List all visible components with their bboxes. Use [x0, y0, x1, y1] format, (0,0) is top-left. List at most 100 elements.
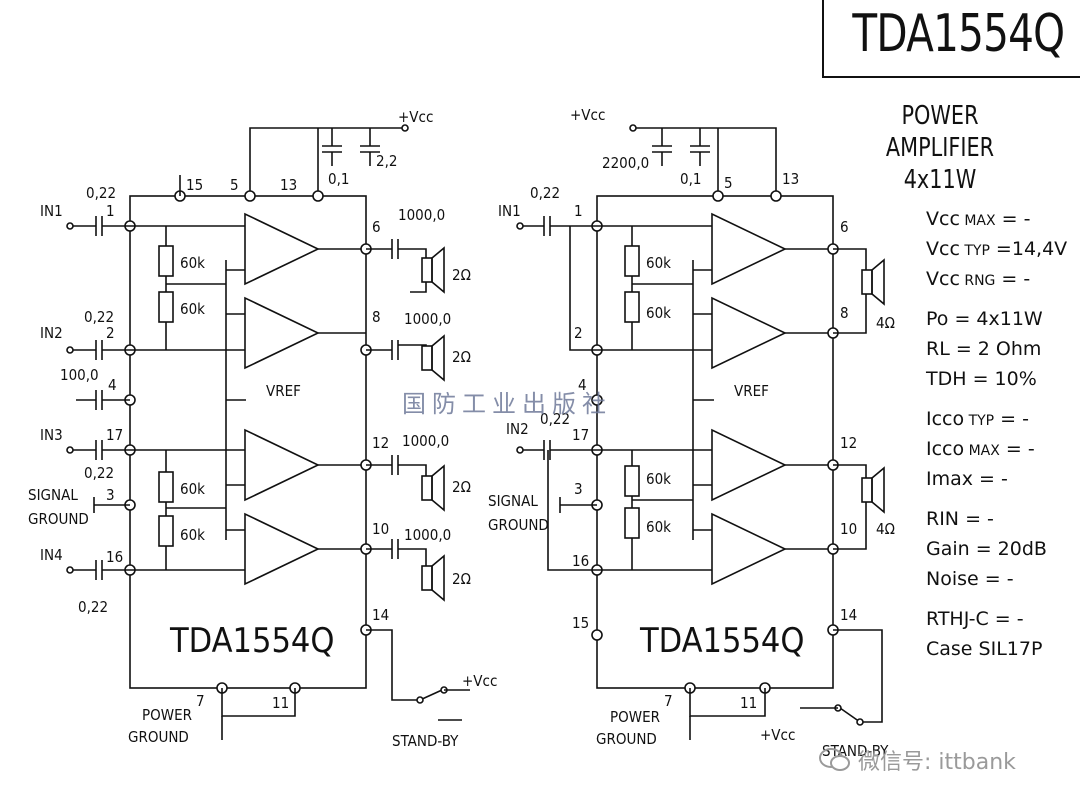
spec-name: Po — [926, 308, 949, 330]
right-power-ground-2: GROUND — [596, 730, 657, 748]
left-in1-label: IN1 — [40, 202, 63, 220]
left-cin2-label: 0,22 — [84, 308, 114, 326]
spec-sub: TYP — [964, 413, 995, 429]
spec-value: = - — [999, 438, 1035, 460]
right-pin-14: 14 — [840, 606, 857, 624]
spec-value: = 4x11W — [948, 308, 1043, 330]
spec-name: RTHJ-C — [926, 608, 989, 630]
right-spk2-label: 4Ω — [876, 520, 895, 538]
left-res4-label: 60k — [180, 526, 205, 544]
left-pin-2: 2 — [106, 324, 115, 342]
left-spk3-label: 2Ω — [452, 478, 471, 496]
right-pin-10: 10 — [840, 520, 857, 538]
spec-value: =14,4V — [989, 238, 1068, 260]
wechat-icon — [819, 748, 850, 771]
right-pin-15: 15 — [572, 614, 589, 632]
left-res3-label: 60k — [180, 480, 205, 498]
spec-row: Imax = - — [926, 468, 1008, 490]
spec-row: RL = 2 Ohm — [926, 338, 1041, 360]
right-res2-label: 60k — [646, 304, 671, 322]
spec-name: RIN — [926, 508, 960, 530]
left-spk4-label: 2Ω — [452, 570, 471, 588]
spec-sub: MAX — [964, 443, 1000, 459]
spec-value: = - — [988, 608, 1024, 630]
right-pin-17: 17 — [572, 426, 589, 444]
left-cap22-label: 2,2 — [376, 152, 397, 170]
spec-value: = - — [973, 468, 1008, 490]
spec-name: Icco — [926, 408, 965, 430]
left-standby-vcc-label: +Vcc — [462, 672, 497, 690]
right-signal-ground-2: GROUND — [488, 516, 549, 534]
left-vref-label: VREF — [266, 382, 301, 400]
left-cap100-label: 100,0 — [60, 366, 99, 384]
left-pin-17: 17 — [106, 426, 123, 444]
page-title: TDA1554Q — [852, 4, 1065, 64]
right-schematic — [516, 124, 885, 740]
spec-value: = 2 Ohm — [949, 338, 1042, 360]
right-pin-16: 16 — [572, 552, 589, 570]
left-cout1-label: 1000,0 — [398, 206, 445, 224]
left-pin-1: 1 — [106, 202, 115, 220]
right-chip-label: TDA1554Q — [639, 621, 804, 661]
spec-name: Vcc — [926, 238, 960, 260]
left-pin-16: 16 — [106, 548, 123, 566]
left-pin-8: 8 — [372, 308, 381, 326]
left-signal-ground-1: SIGNAL — [28, 486, 78, 504]
right-res3-label: 60k — [646, 470, 671, 488]
subtitle-line-2: 4x11W — [903, 165, 977, 195]
left-pin-13: 13 — [280, 176, 297, 194]
right-power-ground-1: POWER — [610, 708, 660, 726]
left-cin1-label: 0,22 — [86, 184, 116, 202]
left-cout2-label: 1000,0 — [404, 310, 451, 328]
left-pin-3: 3 — [106, 486, 115, 504]
subtitle-line-1: POWER AMPLIFIER — [885, 101, 995, 163]
left-res1-label: 60k — [180, 254, 205, 272]
spec-value: = - — [978, 568, 1014, 590]
left-schematic — [66, 124, 470, 740]
left-in2-label: IN2 — [40, 324, 63, 342]
left-in3-label: IN3 — [40, 426, 63, 444]
left-spk2-label: 2Ω — [452, 348, 471, 366]
spec-value: = - — [995, 268, 1031, 290]
left-labels: IN1 IN2 IN3 IN4 0,22 0,22 100,0 0,22 0,2… — [28, 108, 497, 750]
spec-row: RIN = - — [926, 508, 994, 530]
right-pin-1: 1 — [574, 202, 583, 220]
left-vcc-label: +Vcc — [398, 108, 433, 126]
left-power-ground-2: GROUND — [128, 728, 189, 746]
left-cin4-label: 0,22 — [78, 598, 108, 616]
right-res1-label: 60k — [646, 254, 671, 272]
spec-row: RTHJ-C = - — [926, 608, 1024, 630]
right-pin-2: 2 — [574, 324, 583, 342]
right-pin-4: 4 — [578, 376, 587, 394]
spec-row: Icco MAX = - — [926, 438, 1035, 460]
left-res2-label: 60k — [180, 300, 205, 318]
right-in2-label: IN2 — [506, 420, 529, 438]
left-cap01-label: 0,1 — [328, 170, 349, 188]
right-pin-11: 11 — [740, 694, 757, 712]
right-vref-label: VREF — [734, 382, 769, 400]
right-pin-7: 7 — [664, 692, 673, 710]
right-cin1-label: 0,22 — [530, 184, 560, 202]
spec-name: Gain — [926, 538, 970, 560]
spec-name: Vcc — [926, 268, 960, 290]
left-pin-6: 6 — [372, 218, 381, 236]
right-in1-label: IN1 — [498, 202, 521, 220]
spec-row: Po = 4x11W — [926, 308, 1043, 330]
left-pin-7: 7 — [196, 692, 205, 710]
right-pin-3: 3 — [574, 480, 583, 498]
spec-value: = - — [959, 508, 994, 530]
spec-sub: RNG — [959, 273, 996, 289]
left-pin-5: 5 — [230, 176, 239, 194]
spec-name: Case — [926, 638, 973, 660]
right-signal-ground-1: SIGNAL — [488, 492, 538, 510]
right-cin2-label: 0,22 — [540, 410, 570, 428]
spec-row: Case SIL17P — [926, 638, 1042, 660]
right-pin-6: 6 — [840, 218, 849, 236]
spec-value: = 10% — [966, 368, 1037, 390]
spec-name: Vcc — [926, 208, 960, 230]
spec-value: SIL17P — [972, 638, 1043, 660]
right-labels: +Vcc 2200,0 0,1 IN1 IN2 0,22 0,22 SIGNAL… — [488, 106, 895, 760]
right-res4-label: 60k — [646, 518, 671, 536]
right-pin-12: 12 — [840, 434, 857, 452]
spec-name: Icco — [926, 438, 965, 460]
